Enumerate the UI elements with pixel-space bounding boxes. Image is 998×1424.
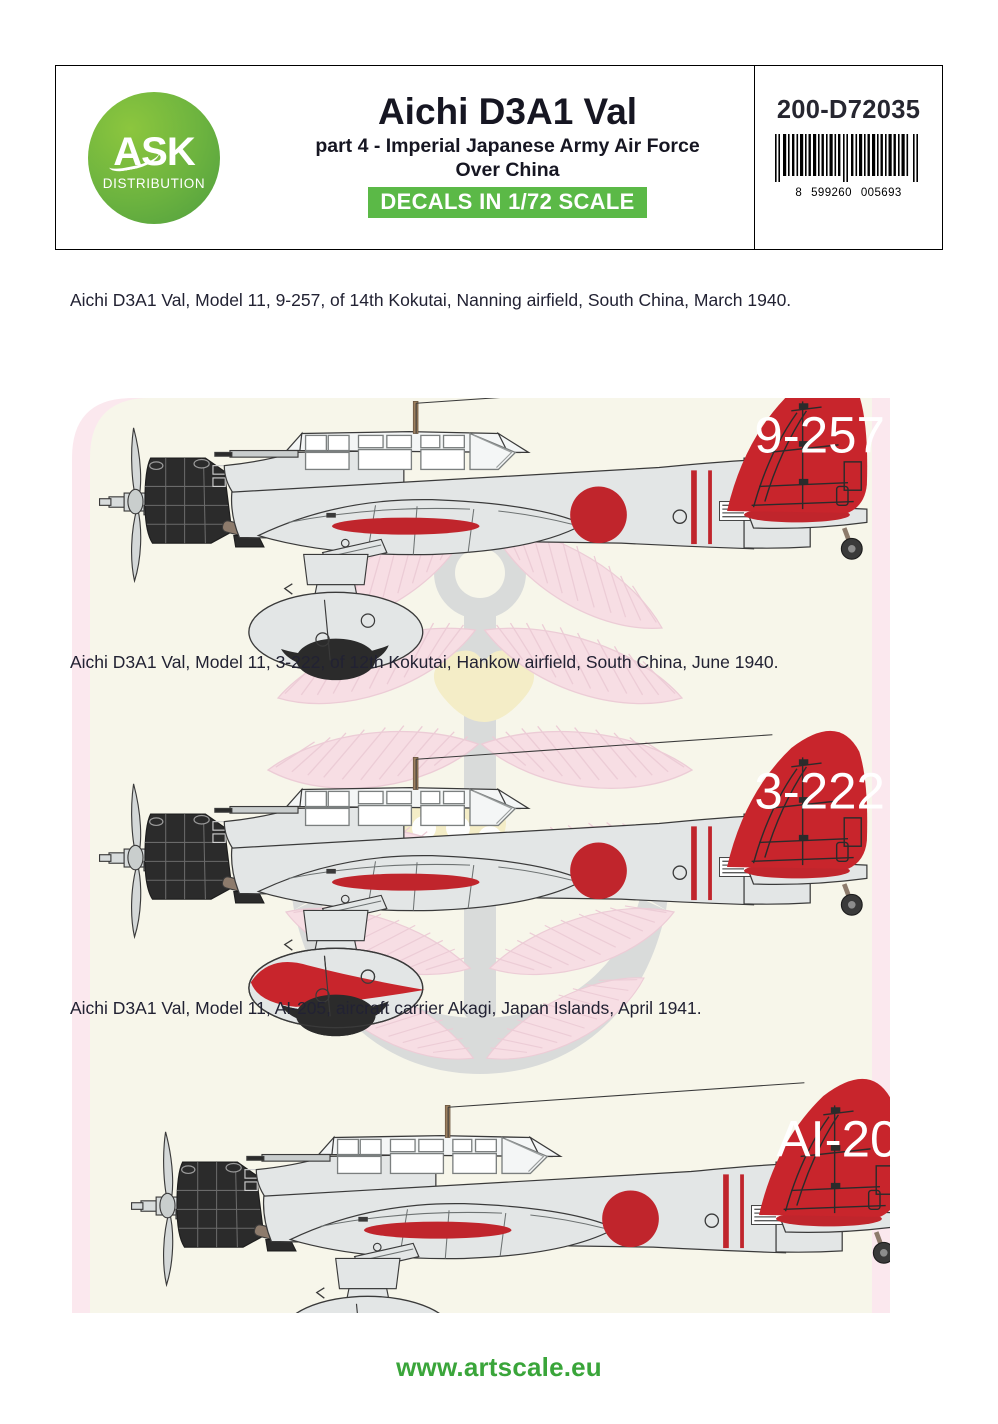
- tail-code-2: 3-222: [754, 762, 884, 819]
- aircraft-profile-3: AI-205: [132, 1079, 890, 1313]
- header-box: ASK DISTRIBUTION Aichi D3A1 Val part 4 -…: [55, 65, 943, 250]
- brand-logo: ASK DISTRIBUTION: [56, 66, 261, 249]
- product-code-block: 200-D72035 8: [754, 66, 942, 249]
- barcode-digits: 8 599260 005693: [773, 187, 925, 199]
- title-block: Aichi D3A1 Val part 4 - Imperial Japanes…: [261, 66, 754, 249]
- subtitle-line-2: Over China: [455, 159, 560, 181]
- logo-sub-text: DISTRIBUTION: [102, 176, 206, 191]
- barcode-digit-group-3: 005693: [860, 187, 902, 199]
- aircraft-profile-1: 9-257: [100, 398, 885, 680]
- profile-artwork-panel: 9-257 3-222 AI-205: [72, 398, 890, 1313]
- barcode-digit-group-2: 599260: [811, 187, 852, 199]
- subtitle-line-1: part 4 - Imperial Japanese Army Air Forc…: [315, 135, 700, 157]
- profile-caption-3: Aichi D3A1 Val, Model 11, AI-205, aircra…: [70, 998, 702, 1018]
- aircraft-profile-2: 3-222: [100, 731, 885, 1036]
- aircraft-profiles-svg: 9-257 3-222 AI-205: [72, 398, 890, 1313]
- spat-red-flash-2: [250, 962, 425, 1007]
- scale-badge: DECALS IN 1/72 SCALE: [368, 187, 647, 218]
- tail-code-1: 9-257: [754, 406, 884, 463]
- tail-code-3: AI-205: [776, 1110, 890, 1167]
- barcode-icon: [774, 134, 918, 182]
- profile-caption-2: Aichi D3A1 Val, Model 11, 3-222, of 12th…: [70, 652, 779, 672]
- profile-caption-1: Aichi D3A1 Val, Model 11, 9-257, of 14th…: [70, 290, 792, 310]
- footer-url[interactable]: www.artscale.eu: [396, 1352, 602, 1382]
- logo-circle-icon: ASK DISTRIBUTION: [88, 92, 220, 224]
- barcode-digit-group-1: 8: [795, 187, 803, 199]
- product-code: 200-D72035: [776, 96, 921, 124]
- page-title: Aichi D3A1 Val: [377, 91, 638, 132]
- logo-brand-text: ASK: [113, 130, 195, 174]
